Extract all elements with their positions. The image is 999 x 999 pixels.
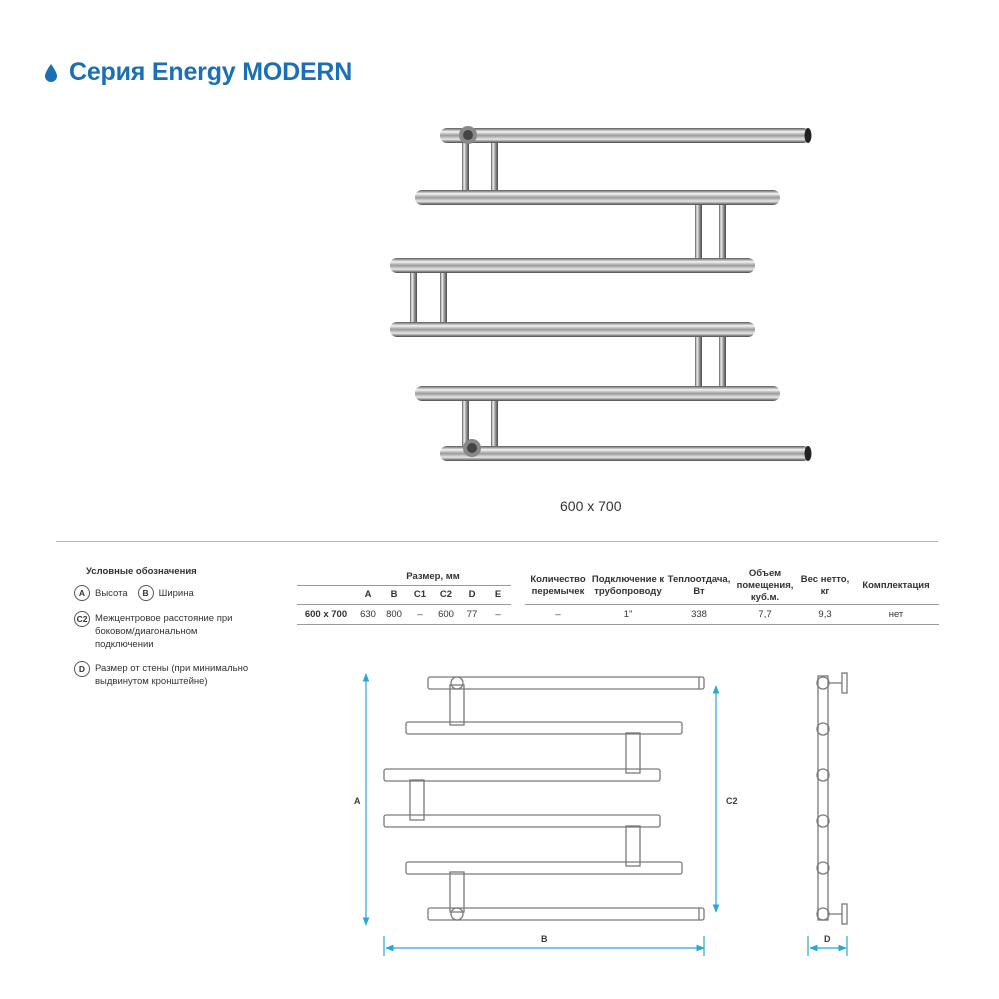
- cell-a: 630: [355, 604, 381, 625]
- size-group-header: Размер, мм: [355, 568, 512, 586]
- page-title-text: Серия Energy MODERN: [69, 58, 353, 86]
- side-view: [816, 672, 848, 925]
- legend-code-c2: C2: [74, 611, 90, 627]
- dim-label-b: B: [541, 934, 548, 944]
- legend-code-d: D: [74, 661, 90, 677]
- header-volume: Объем помещения, куб.м.: [733, 568, 798, 605]
- front-view: [383, 676, 705, 921]
- header-weight: Вес нетто, кг: [797, 568, 854, 605]
- legend-title: Условные обозначения: [86, 566, 197, 577]
- header-c1: C1: [407, 585, 433, 605]
- header-connection: Подключение к трубопроводу: [591, 568, 666, 605]
- cell-heat: 338: [665, 604, 734, 625]
- legend-text-b: Ширина: [158, 588, 194, 599]
- legend-text-c2: Межцентровое расстояние при боковом/диаг…: [95, 613, 233, 650]
- cell-kit: нет: [853, 604, 940, 625]
- header-d: D: [459, 585, 485, 605]
- cell-jumpers: –: [525, 604, 592, 625]
- cell-model: 600 x 700: [297, 604, 355, 625]
- cell-c1: –: [407, 604, 433, 625]
- product-photo: [390, 126, 812, 461]
- spec-table: Размер, мм Количество перемычек Подключе…: [297, 568, 940, 625]
- header-b: B: [381, 585, 407, 605]
- cell-volume: 7,7: [733, 604, 798, 625]
- cell-weight: 9,3: [797, 604, 854, 625]
- cell-b: 800: [381, 604, 407, 625]
- header-e: E: [485, 585, 512, 605]
- section-divider: [56, 541, 938, 542]
- photo-size-caption: 600 x 700: [560, 498, 622, 514]
- header-heat: Теплоотдача, Вт: [665, 568, 734, 605]
- page-title: Серия Energy MODERN: [45, 58, 352, 87]
- cell-e: –: [485, 604, 512, 625]
- legend-code-b: B: [137, 585, 154, 601]
- header-c2: C2: [433, 585, 459, 605]
- cell-d: 77: [459, 604, 485, 625]
- dim-label-a: A: [354, 796, 361, 806]
- dim-label-c2: C2: [726, 796, 738, 806]
- table-row: 600 x 700 630 800 – 600 77 – – 1" 338 7,…: [297, 604, 940, 625]
- water-drop-icon: [45, 63, 57, 82]
- legend-text-a: Высота: [95, 588, 128, 599]
- legend-code-a: A: [74, 585, 90, 601]
- header-a: A: [355, 585, 381, 605]
- dimension-lines: [362, 673, 848, 956]
- dim-label-d: D: [824, 934, 831, 944]
- header-jumpers: Количество перемычек: [525, 568, 592, 605]
- cell-c2: 600: [433, 604, 459, 625]
- legend: Условные обозначения A Высота B Ширина C…: [74, 566, 285, 698]
- legend-text-d: Размер от стены (при минимально выдвинут…: [95, 663, 249, 687]
- spec-table-wrapper: Размер, мм Количество перемычек Подключе…: [297, 568, 940, 625]
- header-kit: Комплектация: [853, 568, 940, 605]
- cell-connection: 1": [591, 604, 666, 625]
